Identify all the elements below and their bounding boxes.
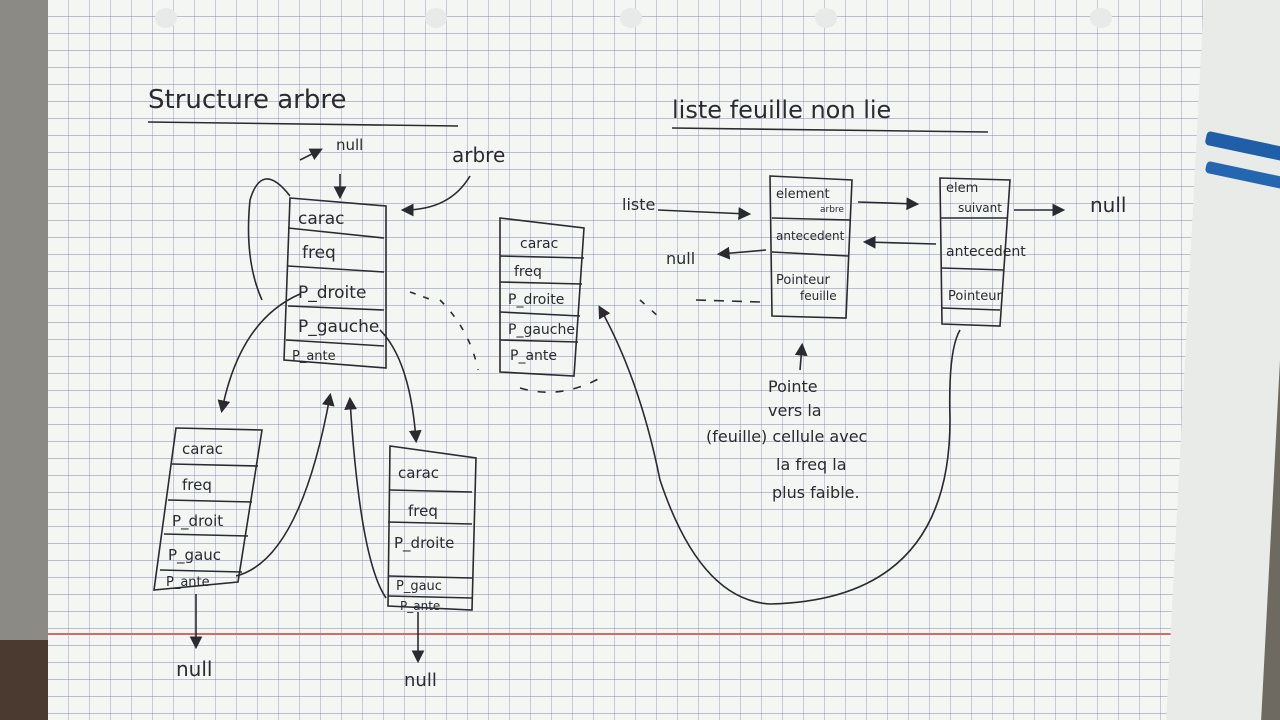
root-field: P_ante	[292, 349, 336, 364]
binder-hole	[1090, 8, 1112, 28]
right-child-field: P_droite	[394, 534, 454, 553]
middle-field: P_droite	[508, 292, 564, 308]
note-line: (feuille) cellule avec	[706, 427, 867, 446]
note-line: vers la	[768, 401, 822, 420]
cell2-field: antecedent	[946, 244, 1026, 260]
margin-line	[48, 633, 1188, 635]
root-node-box	[283, 197, 387, 369]
left-null-label: null	[176, 657, 212, 681]
note-line: Pointe	[768, 377, 818, 396]
cell2-field: Pointeur	[948, 289, 1003, 304]
title-underline-right	[671, 127, 989, 133]
note-line: plus faible.	[772, 483, 860, 502]
binder-hole	[620, 8, 642, 28]
cell1-sub: feuille	[800, 289, 837, 303]
binder-hole	[155, 8, 177, 28]
cell-null-left: null	[666, 249, 695, 268]
root-field: P_droite	[298, 283, 366, 303]
right-child-field: freq	[408, 502, 438, 520]
left-child-box	[153, 427, 263, 591]
middle-field: P_gauche	[508, 322, 575, 338]
right-child-field: carac	[398, 464, 439, 482]
right-child-field: P_ante	[400, 599, 440, 613]
list-cell-2-box	[939, 177, 1011, 327]
middle-field: freq	[514, 264, 542, 280]
cell1-sub: arbre	[820, 205, 844, 215]
cell2-field: suivant	[958, 201, 1002, 215]
right-child-box	[387, 445, 477, 611]
middle-field: P_ante	[510, 348, 557, 364]
binder-hole	[815, 8, 837, 28]
cell-null-right: null	[1090, 193, 1126, 217]
cell2-field: elem	[946, 181, 978, 196]
root-field: P_gauche	[298, 317, 379, 337]
binder-hole	[425, 8, 447, 28]
left-child-field: P_gauc	[168, 546, 221, 565]
note-line: la freq la	[776, 455, 847, 474]
root-field: freq	[302, 243, 336, 263]
right-null-label: null	[404, 670, 437, 691]
left-child-field: P_ante	[166, 575, 210, 590]
middle-node-box	[499, 217, 585, 377]
arbre-label: arbre	[452, 143, 505, 167]
title-underline-left	[147, 121, 459, 127]
right-child-field: P_gauc	[396, 579, 442, 594]
left-child-field: freq	[182, 476, 212, 494]
list-cell-1-box	[769, 175, 853, 319]
graph-paper	[48, 0, 1213, 720]
top-null-label: null	[336, 136, 363, 154]
middle-field: carac	[520, 236, 558, 252]
left-child-field: carac	[182, 440, 223, 458]
cell1-field: antecedent	[776, 229, 845, 243]
cell1-field: Pointeur	[776, 273, 831, 288]
liste-label: liste	[622, 195, 655, 214]
title-structure-arbre: Structure arbre	[148, 85, 346, 115]
title-liste-feuille: liste feuille non lie	[672, 96, 891, 124]
cell1-field: element	[776, 187, 830, 202]
root-field: carac	[298, 209, 345, 229]
left-child-field: P_droit	[172, 512, 223, 531]
